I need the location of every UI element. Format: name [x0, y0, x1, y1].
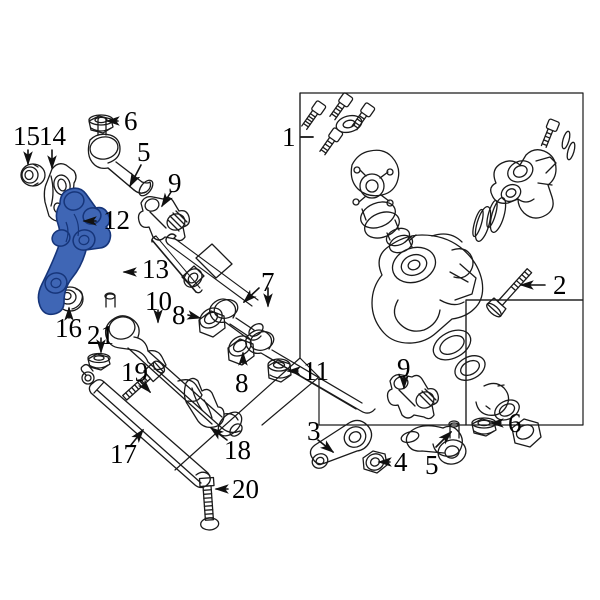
- part-shaft-upper: [165, 233, 259, 307]
- callout-label-5: 5: [137, 137, 151, 167]
- callout-label-8b: 8: [235, 368, 249, 398]
- callout-label-17: 17: [110, 439, 137, 469]
- callout-label-7: 7: [261, 267, 275, 297]
- group-2-enclosure: [465, 299, 584, 426]
- leader-19: [137, 379, 152, 394]
- callout-label-21: 21: [87, 320, 114, 350]
- part-8-nut-upper: [198, 307, 226, 338]
- part-9-bracket-lower: [386, 373, 440, 420]
- callout-label-8: 8: [172, 300, 186, 330]
- callout-label-3: 3: [307, 416, 321, 446]
- callout-label-5b: 5: [425, 450, 439, 480]
- part-18-bracket: [183, 377, 225, 429]
- callout-label-4: 4: [394, 447, 408, 477]
- callout-label-10: 10: [145, 286, 172, 316]
- part-8-nut-lower: [227, 335, 255, 366]
- part-6-nut-lower: [471, 417, 497, 437]
- callout-label-2: 2: [553, 270, 567, 300]
- part-21-nut: [87, 352, 111, 371]
- callout-label-18: 18: [224, 435, 251, 465]
- leader-5: [129, 164, 142, 188]
- callout-label-9b: 9: [397, 353, 411, 383]
- callout-label-6: 6: [124, 106, 138, 136]
- callout-label-1: 1: [282, 122, 296, 152]
- leader-8: [186, 310, 202, 320]
- part-17-steering-damper: [80, 363, 211, 489]
- group-1-enclosure: [174, 92, 584, 471]
- part-5-tie-rod-end-lower: [400, 420, 467, 465]
- callout-label-6b: 6: [508, 408, 522, 438]
- callout-label-9: 9: [168, 168, 182, 198]
- leader-5b: [435, 430, 453, 448]
- leader-17: [130, 428, 144, 446]
- part-12-steering-knuckle-arm-highlighted: [37, 187, 112, 316]
- callout-label-19: 19: [121, 357, 148, 387]
- callout-label-16: 16: [55, 313, 82, 343]
- part-13-bolt: [151, 235, 205, 294]
- part-20-bolt: [198, 476, 220, 531]
- gear-assembly-parts: [301, 92, 576, 448]
- part-15-bushing: [20, 163, 46, 187]
- callout-label-12: 12: [103, 205, 130, 235]
- callout-label-13: 13: [142, 254, 169, 284]
- leader-7a: [242, 287, 260, 304]
- part-3-pitman-arm: [309, 419, 373, 469]
- callout-label-11: 11: [303, 356, 329, 386]
- callout-label-15: 15: [13, 121, 40, 151]
- callout-label-14: 14: [39, 121, 66, 151]
- callout-label-20: 20: [232, 474, 259, 504]
- leader-18: [209, 427, 228, 441]
- leader-9: [161, 191, 173, 208]
- leader-3: [317, 439, 335, 453]
- part-2-bolt: [486, 268, 533, 318]
